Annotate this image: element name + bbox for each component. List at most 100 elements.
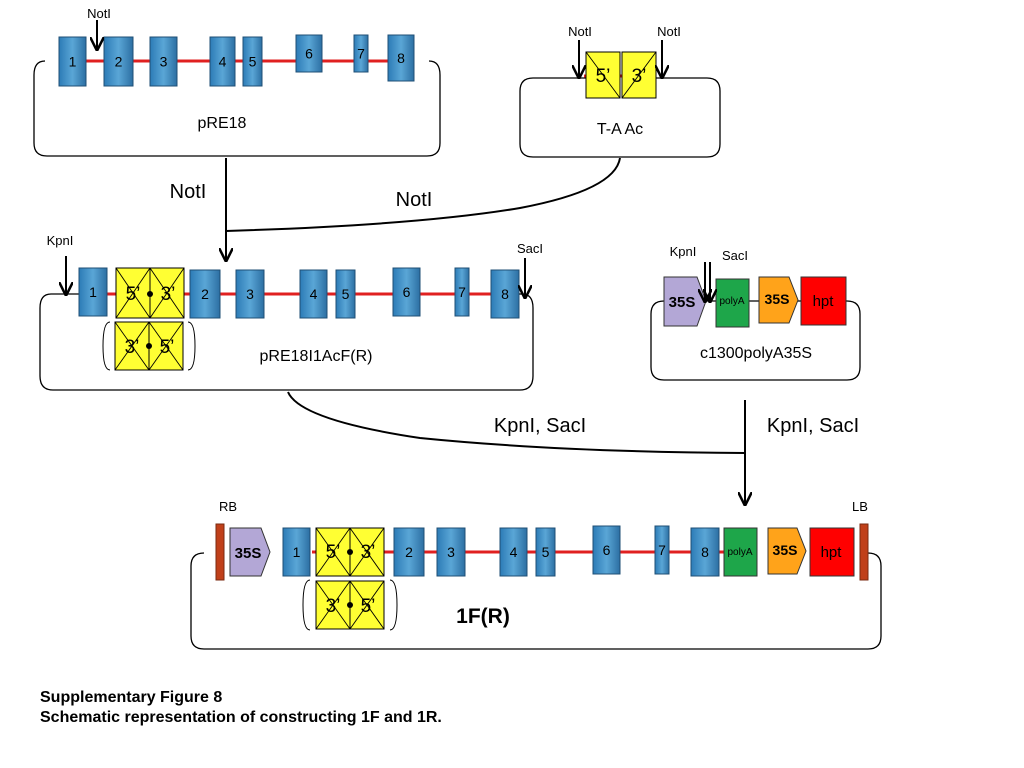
final-insert-reverse: 3’ 5’ (302, 579, 398, 631)
mid-exon-7: 7 (454, 267, 470, 317)
final-exon-1: 1 (282, 527, 311, 577)
mid-exon-2: 2 (189, 269, 221, 319)
pre18-exon-2-label: 2 (115, 54, 123, 70)
final-exon-8-label: 8 (701, 544, 709, 560)
pre18-exon-8-label: 8 (397, 50, 405, 66)
c1300-hpt (800, 276, 847, 326)
final-exon-6-label: 6 (603, 542, 611, 558)
mid-exon-7-label: 7 (458, 284, 466, 300)
ta-to-mid-curve (225, 157, 621, 232)
ta-noti-right-label: NotI (657, 24, 681, 39)
mid-exon-8: 8 (490, 269, 520, 319)
c1300-polya-label: polyA (719, 296, 744, 307)
ta-noti-left-label: NotI (568, 24, 592, 39)
final-exon-2-label: 2 (405, 544, 413, 560)
final-hpt (809, 527, 855, 577)
c1300-35s-2-label: 35S (765, 291, 790, 307)
final-insert-forward: 5’ 3’ (315, 527, 385, 577)
pre18-exon-7: 7 (353, 34, 369, 73)
final-exon-3-label: 3 (447, 544, 455, 560)
pre18-exon-5-label: 5 (249, 54, 257, 70)
final-lb-label: LB (852, 499, 868, 514)
final-insert-rev-3: 3’ (326, 596, 341, 617)
final-exon-2: 2 (393, 527, 425, 577)
mid-insert-fwd-5: 5’ (126, 284, 141, 305)
ta-frag-3-label: 3’ (632, 66, 647, 87)
final-exon-4-label: 4 (510, 544, 518, 560)
final-exon-4: 4 (499, 527, 528, 577)
mid-insert-rev-5: 5’ (160, 337, 175, 358)
mid-exon-5-label: 5 (342, 286, 350, 302)
caption-line-2: Schematic representation of constructing… (40, 709, 442, 726)
final-exon-5-label: 5 (542, 544, 550, 560)
pre18-noti-label: NotI (87, 6, 111, 21)
mid-insert-fwd-3: 3’ (161, 284, 176, 305)
pre18-exon-7-label: 7 (357, 46, 365, 62)
mid-to-final-curve (287, 391, 746, 454)
final-polya-label: polyA (727, 547, 752, 558)
pre18-exon-4: 4 (209, 36, 236, 87)
c1300-label: c1300polyA35S (700, 345, 812, 362)
ta-frag-5-label: 5’ (596, 66, 611, 87)
mid-exon-3: 3 (235, 269, 265, 319)
mid-exon-6: 6 (392, 267, 421, 317)
mid-exon-6-label: 6 (403, 284, 411, 300)
final-label: 1F(R) (456, 605, 510, 628)
final-lb-border (859, 523, 869, 581)
mid-exon-4-label: 4 (310, 286, 318, 302)
noti-edge-label-a: NotI (170, 181, 207, 203)
final-hpt-label: hpt (821, 544, 843, 561)
pre18-exon-6: 6 (295, 34, 323, 73)
final-35s-promoter (229, 527, 271, 577)
mid-exon-1-label: 1 (89, 284, 97, 300)
c1300-35s-promoter (663, 276, 707, 327)
mid-exon-5: 5 (335, 269, 356, 319)
final-exon-8: 8 (690, 527, 720, 577)
pre18-exon-6-label: 6 (305, 46, 313, 62)
plasmid-pre18: 1 2 3 4 5 6 7 8 pRE18 NotI (33, 6, 441, 157)
final-exon-5: 5 (535, 527, 556, 577)
c1300-hpt-label: hpt (813, 293, 835, 310)
figure-caption: Supplementary Figure 8 Schematic represe… (40, 688, 442, 728)
ta-label: T-A Ac (597, 121, 643, 138)
pre18-exon-5: 5 (242, 36, 263, 87)
plasmid-c1300polya35s: 35S polyA 35S hpt c1300polyA35S KpnI Sac… (650, 244, 861, 381)
connectors-kpni-saci: KpnI, SacI KpnI, SacI (287, 391, 859, 503)
pre18-exon-1: 1 (58, 36, 87, 87)
c1300-kpni-label: KpnI (670, 244, 697, 259)
mid-kpni-label: KpnI (47, 233, 74, 248)
final-rb-border (215, 523, 225, 581)
final-polya (723, 527, 758, 577)
pre18-exon-3-label: 3 (160, 54, 168, 70)
c1300-saci-label: SacI (722, 248, 748, 263)
final-rb-label: RB (219, 499, 237, 514)
c1300-35s-promoter-2 (758, 276, 799, 324)
final-35s-label: 35S (235, 545, 262, 562)
mid-exon-2-label: 2 (201, 286, 209, 302)
final-exon-3: 3 (436, 527, 466, 577)
plasmid-final-1fr: RB LB 35S 1 2 3 4 5 6 7 8 5’ 3’ (190, 499, 882, 650)
caption-line-1: Supplementary Figure 8 (40, 689, 223, 706)
final-35s-2-label: 35S (773, 542, 798, 558)
mid-label: pRE18I1AcF(R) (260, 348, 373, 365)
pre18-exon-4-label: 4 (219, 54, 227, 70)
mid-exon-1: 1 (78, 267, 108, 317)
noti-edge-label-b: NotI (396, 189, 433, 211)
final-exon-7: 7 (654, 525, 670, 575)
mid-saci-label: SacI (517, 241, 543, 256)
pre18-label: pRE18 (198, 115, 247, 132)
final-exon-7-label: 7 (658, 542, 666, 558)
c1300-35s-label: 35S (669, 294, 696, 311)
mid-exon-4: 4 (299, 269, 328, 319)
mid-exon-8-label: 8 (501, 286, 509, 302)
mid-insert-forward: 5’ 3’ (115, 267, 185, 319)
pre18-exon-2: 2 (103, 36, 134, 87)
connectors-noti: NotI NotI (170, 157, 621, 259)
final-exon-6: 6 (592, 525, 621, 575)
pre18-exon-3: 3 (149, 36, 178, 87)
kpni-saci-edge-label-b: KpnI, SacI (767, 415, 859, 437)
final-exon-1-label: 1 (293, 544, 301, 560)
final-insert-fwd-3: 3’ (361, 542, 376, 563)
pre18-exon-8: 8 (387, 34, 415, 82)
